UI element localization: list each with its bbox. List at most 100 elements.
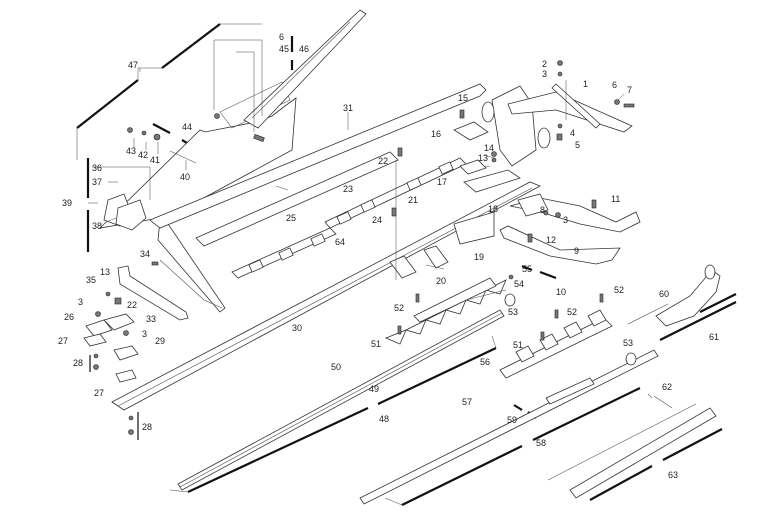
label-47: 47	[128, 60, 138, 70]
guard-pad	[406, 177, 422, 191]
label-28a: 28	[73, 358, 83, 368]
guard-pad	[438, 161, 454, 175]
bar-31	[149, 83, 487, 247]
bolt-45-icon	[253, 134, 265, 142]
label-46: 46	[299, 44, 309, 54]
label-37: 37	[92, 177, 102, 187]
leader-lines	[88, 39, 625, 301]
label-25: 25	[286, 213, 296, 223]
skid-shoes	[499, 193, 641, 265]
knife-back-hatch	[179, 312, 503, 488]
nut-3b-icon	[123, 330, 129, 336]
nut-2-icon	[557, 60, 563, 66]
guard-pad	[278, 247, 294, 261]
bracket-61	[659, 301, 737, 341]
guard-fingers	[515, 309, 607, 363]
label-7: 7	[627, 85, 632, 95]
bracket-48	[187, 347, 497, 493]
label-61: 61	[709, 332, 719, 342]
label-31: 31	[343, 103, 353, 113]
label-51b: 51	[513, 340, 523, 350]
plate-27b	[115, 369, 137, 383]
leader-45	[236, 51, 255, 132]
label-8: 8	[540, 205, 545, 215]
bolt-11-icon	[591, 199, 597, 209]
divider-rod	[243, 9, 367, 129]
label-11: 11	[611, 194, 620, 204]
label-21: 21	[408, 195, 418, 205]
bar-31-lower	[195, 151, 399, 247]
rivet-52-icon	[415, 293, 420, 303]
label-27a: 27	[58, 336, 68, 346]
label-54: 54	[514, 279, 524, 289]
label-50: 50	[331, 362, 341, 372]
label-22b: 22	[127, 300, 137, 310]
knife-assembly-2	[359, 293, 659, 505]
leader-20	[425, 264, 507, 301]
bracket-47-leader	[76, 23, 262, 160]
gearbox	[491, 85, 537, 167]
leader-38	[105, 217, 117, 223]
bar-31-joint	[275, 185, 289, 191]
guard-pad	[248, 259, 264, 273]
washer-42-icon	[141, 130, 147, 136]
nut-28b-icon	[128, 429, 134, 435]
bracket-58	[401, 387, 641, 506]
knife-head-right	[627, 264, 721, 327]
bracket-63	[589, 428, 723, 501]
label-53a: 53	[508, 307, 518, 317]
label-62: 62	[662, 382, 672, 392]
label-4: 4	[570, 128, 575, 138]
label-3c: 3	[542, 69, 547, 79]
bracket-33-part	[117, 265, 189, 321]
plate-18	[463, 169, 521, 193]
nut-28-icon	[93, 364, 99, 370]
label-18: 18	[488, 204, 498, 214]
label-42: 42	[138, 150, 148, 160]
plate-27a	[83, 333, 107, 347]
nut-3-icon	[95, 311, 101, 317]
divider-plate	[219, 81, 291, 129]
label-19: 19	[474, 252, 484, 262]
label-24: 24	[372, 215, 382, 225]
label-26: 26	[64, 312, 74, 322]
label-33: 33	[146, 314, 156, 324]
bolt-24-icon	[391, 207, 397, 217]
label-58: 58	[536, 438, 546, 448]
bolt-22-icon	[114, 297, 122, 305]
washer-4-icon	[557, 123, 563, 129]
nut-6b-icon	[614, 99, 620, 105]
screw-28-icon	[93, 353, 99, 359]
label-12: 12	[546, 235, 556, 245]
label-17: 17	[437, 177, 447, 187]
label-35: 35	[86, 275, 96, 285]
cover-63	[569, 407, 717, 499]
bracket-20b	[423, 245, 449, 269]
screw-28b-icon	[128, 415, 134, 421]
label-43: 43	[126, 146, 136, 156]
label-20: 20	[436, 276, 446, 286]
bracket-60	[699, 293, 737, 313]
label-53b: 53	[623, 338, 633, 348]
bracket-20a	[389, 255, 417, 279]
label-5: 5	[575, 140, 580, 150]
bar-31-body	[149, 83, 487, 229]
rivet-52c-icon	[599, 293, 604, 303]
bolt-7-icon	[623, 103, 635, 108]
label-38: 38	[92, 221, 102, 231]
label-41: 41	[150, 155, 160, 165]
label-10: 10	[556, 287, 566, 297]
label-2: 2	[542, 59, 547, 69]
gearbox-bearing	[537, 127, 551, 149]
guard-strips	[231, 147, 467, 279]
washer-35-icon	[105, 291, 111, 297]
label-3a: 3	[78, 297, 83, 307]
divider-rod-hatch	[251, 21, 351, 119]
arm-1-brace	[551, 83, 601, 129]
bolt-22-top-icon	[397, 147, 403, 157]
knife-assembly	[177, 274, 516, 491]
label-16: 16	[431, 129, 441, 139]
gearbox-boss	[481, 101, 495, 123]
nut-8-icon	[543, 210, 549, 216]
label-40: 40	[180, 172, 190, 182]
